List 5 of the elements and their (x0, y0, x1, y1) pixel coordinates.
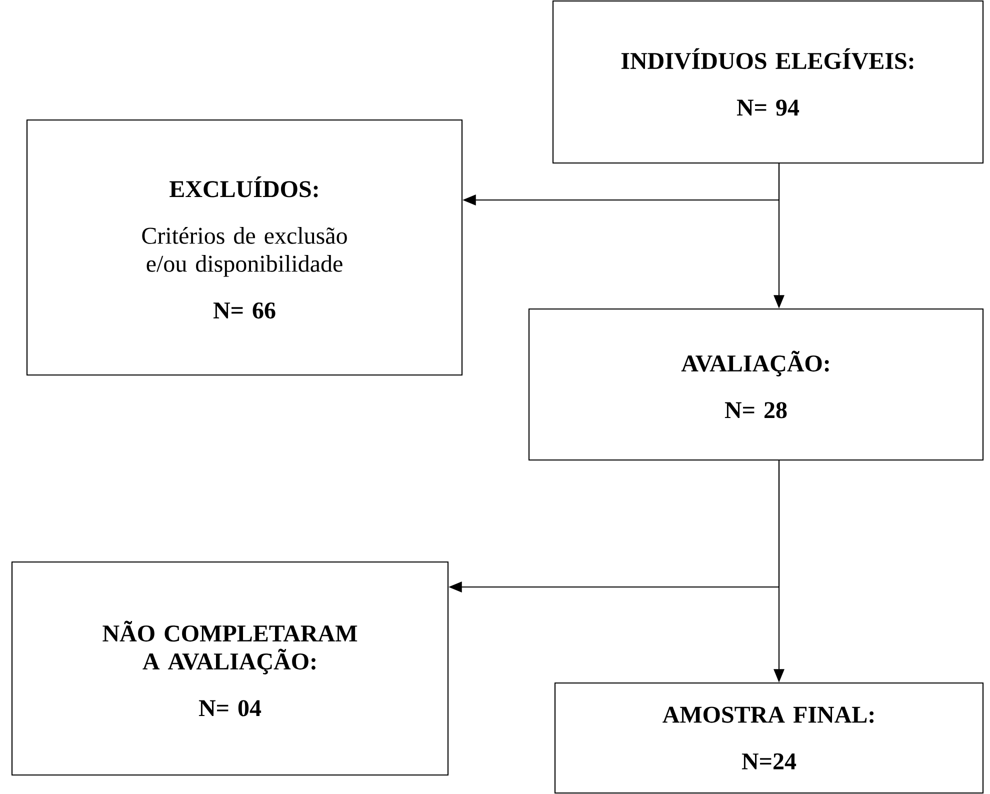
process-box: AVALIAÇÃO: N= 28 (528, 308, 984, 461)
process-box: INDIVÍDUOS ELEGÍVEIS: N= 94 (552, 0, 984, 164)
process-box: AMOSTRA FINAL: N=24 (554, 682, 984, 794)
process-box: EXCLUÍDOS: Critérios de exclusão e/ou disponibilidade N= 66 (26, 119, 463, 376)
process-box: NÃO COMPLETARAM A AVALIAÇÃO: N= 04 (11, 561, 449, 776)
